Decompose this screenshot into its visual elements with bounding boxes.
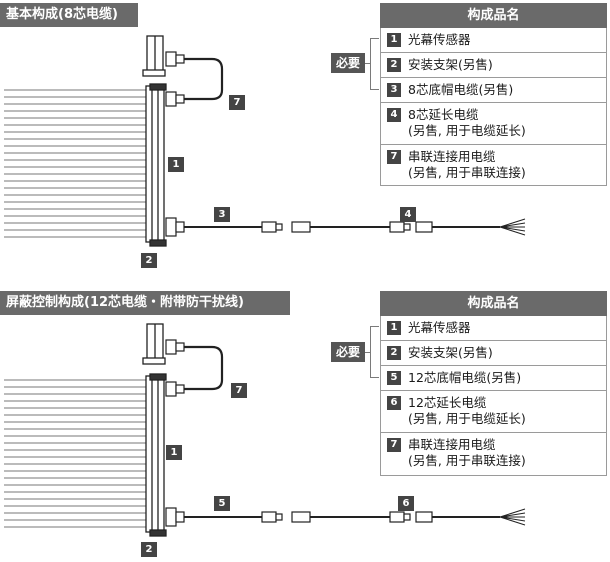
parts-row: 6 12芯延长电缆 (另售, 用于电缆延长) <box>381 391 606 433</box>
part-name: 安装支架(另售) <box>408 345 493 360</box>
parts-row: 2 安装支架(另售) <box>381 341 606 366</box>
light-beams <box>4 379 147 528</box>
section1-bracket-tick <box>365 63 371 64</box>
part-name-line2: (另售, 用于串联连接) <box>408 453 526 468</box>
parts-row: 7 串联连接用电缆 (另售, 用于串联连接) <box>381 145 606 186</box>
series-cable <box>165 51 224 107</box>
section2-label-series-cable: 7 <box>231 383 247 398</box>
section2-title: 屏蔽控制构成(12芯电缆・附带防干扰线) <box>0 291 290 315</box>
part-number-badge: 5 <box>387 371 401 385</box>
parts-row: 1 光幕传感器 <box>381 28 606 53</box>
section2-table-header: 构成品名 <box>380 291 607 316</box>
part-number-badge: 1 <box>387 321 401 335</box>
section2-label-cap-cable: 5 <box>214 496 230 511</box>
parts-row: 4 8芯延长电缆 (另售, 用于电缆延长) <box>381 103 606 145</box>
section2-label-extension: 6 <box>398 496 414 511</box>
section2-label-sensor: 1 <box>166 445 182 460</box>
upper-sensor <box>142 35 166 77</box>
section1-table-header: 构成品名 <box>380 3 607 28</box>
section1-label-cap-cable: 3 <box>214 207 230 222</box>
part-number-badge: 4 <box>387 108 401 122</box>
part-name-line1: 串联连接用电缆 <box>408 149 496 164</box>
part-name: 12芯延长电缆 (另售, 用于电缆延长) <box>408 395 602 427</box>
section1-required-bracket <box>370 38 379 90</box>
series-cable <box>165 339 224 397</box>
section1-label-extension: 4 <box>400 207 416 222</box>
parts-row: 5 12芯底帽电缆(另售) <box>381 366 606 391</box>
part-name: 8芯底帽电缆(另售) <box>408 82 514 97</box>
part-name: 安装支架(另售) <box>408 57 493 72</box>
light-beams <box>4 89 147 238</box>
section2-diagram <box>4 323 526 537</box>
part-name-line1: 串联连接用电缆 <box>408 437 496 452</box>
section2-bracket-tick <box>365 352 371 353</box>
part-name-line2: (另售, 用于电缆延长) <box>408 411 526 426</box>
section1-required-badge: 必要 <box>331 53 365 73</box>
section2-parts-table: 1 光幕传感器 2 安装支架(另售) 5 12芯底帽电缆(另售) 6 12芯延长… <box>380 316 607 476</box>
part-number-badge: 7 <box>387 438 401 452</box>
section1-label-bracket: 2 <box>141 253 157 268</box>
part-number-badge: 2 <box>387 58 401 72</box>
cap-and-extension-cable <box>165 507 526 527</box>
section1-label-sensor: 1 <box>168 157 184 172</box>
part-name-line1: 12芯延长电缆 <box>408 395 487 410</box>
parts-row: 2 安装支架(另售) <box>381 53 606 78</box>
part-name-line2: (另售, 用于电缆延长) <box>408 123 526 138</box>
section1-label-series-cable: 7 <box>229 95 245 110</box>
section2-required-badge: 必要 <box>331 342 365 362</box>
part-number-badge: 2 <box>387 346 401 360</box>
part-number-badge: 6 <box>387 396 401 410</box>
section1-diagram <box>4 35 526 247</box>
part-name: 光幕传感器 <box>408 320 471 335</box>
part-name: 串联连接用电缆 (另售, 用于串联连接) <box>408 149 602 181</box>
cap-and-extension-cable <box>165 217 526 237</box>
section1-title: 基本构成(8芯电缆) <box>0 3 138 27</box>
light-curtain-sensor <box>145 83 167 247</box>
part-name-line1: 8芯延长电缆 <box>408 107 479 122</box>
light-curtain-sensor <box>145 373 167 537</box>
section1-parts-table: 1 光幕传感器 2 安装支架(另售) 3 8芯底帽电缆(另售) 4 8芯延长电缆… <box>380 28 607 186</box>
parts-row: 1 光幕传感器 <box>381 316 606 341</box>
part-number-badge: 1 <box>387 33 401 47</box>
part-name-line2: (另售, 用于串联连接) <box>408 165 526 180</box>
part-name: 光幕传感器 <box>408 32 471 47</box>
part-name: 12芯底帽电缆(另售) <box>408 370 522 385</box>
parts-row: 3 8芯底帽电缆(另售) <box>381 78 606 103</box>
section2-label-bracket: 2 <box>141 542 157 557</box>
part-number-badge: 3 <box>387 83 401 97</box>
parts-row: 7 串联连接用电缆 (另售, 用于串联连接) <box>381 433 606 476</box>
part-name: 8芯延长电缆 (另售, 用于电缆延长) <box>408 107 602 139</box>
part-number-badge: 7 <box>387 150 401 164</box>
part-name: 串联连接用电缆 (另售, 用于串联连接) <box>408 437 602 469</box>
upper-sensor <box>142 323 166 365</box>
